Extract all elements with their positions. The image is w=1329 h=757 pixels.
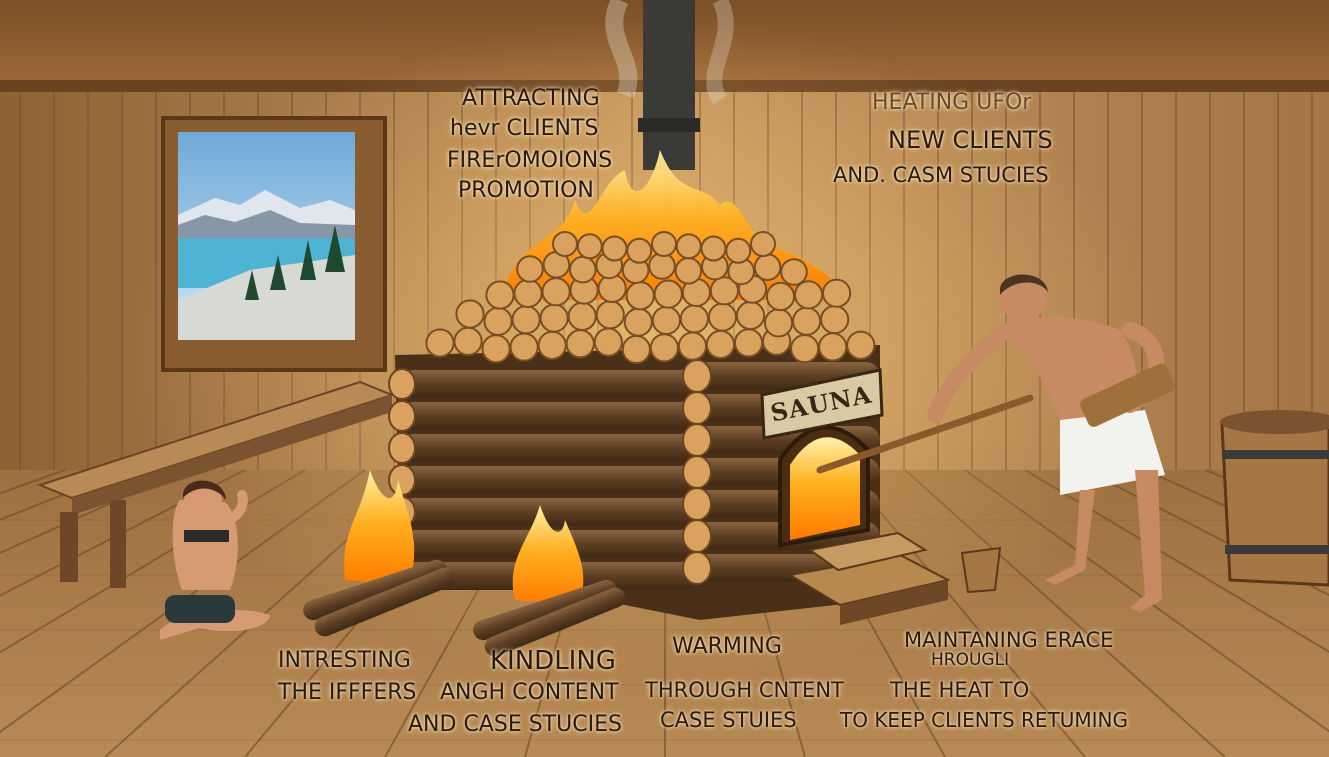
window <box>161 116 387 372</box>
caption-intresting-line2: THE IFFFERS <box>278 680 417 705</box>
caption-attracting-line3: FIRErOMOIONS <box>447 148 613 173</box>
wooden-bucket <box>1220 410 1329 587</box>
campfire-left <box>303 470 456 637</box>
caption-warming-line3: CASE STUIES <box>660 708 797 732</box>
sauna-sign-board <box>760 368 884 440</box>
caption-warming-line2: THROUGH CNTENT <box>645 678 844 702</box>
chimney-pipe <box>643 0 695 170</box>
caption-maintaining-line4: TO KEEP CLIENTS RETUMING <box>840 708 1128 732</box>
caption-kindling-line1: KINDLING <box>490 646 616 676</box>
campfire-center <box>473 505 626 657</box>
caption-heating-line2: NEW CLIENTS <box>888 126 1053 154</box>
caption-kindling-line2: ANGH CONTENT <box>440 680 619 705</box>
caption-heating-line3: AND. CASM STUCIES <box>833 163 1049 187</box>
caption-warming-line1: WARMING <box>672 634 782 659</box>
caption-heating-line1: HEATING UFOr <box>872 90 1032 115</box>
caption-maintaining-line2: HROUGLI <box>931 650 1010 670</box>
seated-woman <box>160 480 270 640</box>
caption-maintaining-line3: THE HEAT TO <box>890 678 1030 702</box>
caption-attracting-line2: hevr CLIENTS <box>450 116 599 141</box>
firewood-pile <box>425 231 876 365</box>
caption-maintaining-line1: MAINTANING ERACE <box>904 628 1114 652</box>
standing-man <box>816 273 1175 612</box>
caption-attracting-line1: ATTRACTING <box>462 86 600 111</box>
caption-intresting-line1: INTRESTING <box>278 648 411 673</box>
caption-kindling-line3: AND CASE STUCIES <box>408 712 622 737</box>
caption-attracting-line4: PROMOTION <box>458 178 594 203</box>
small-cup <box>960 546 1002 594</box>
